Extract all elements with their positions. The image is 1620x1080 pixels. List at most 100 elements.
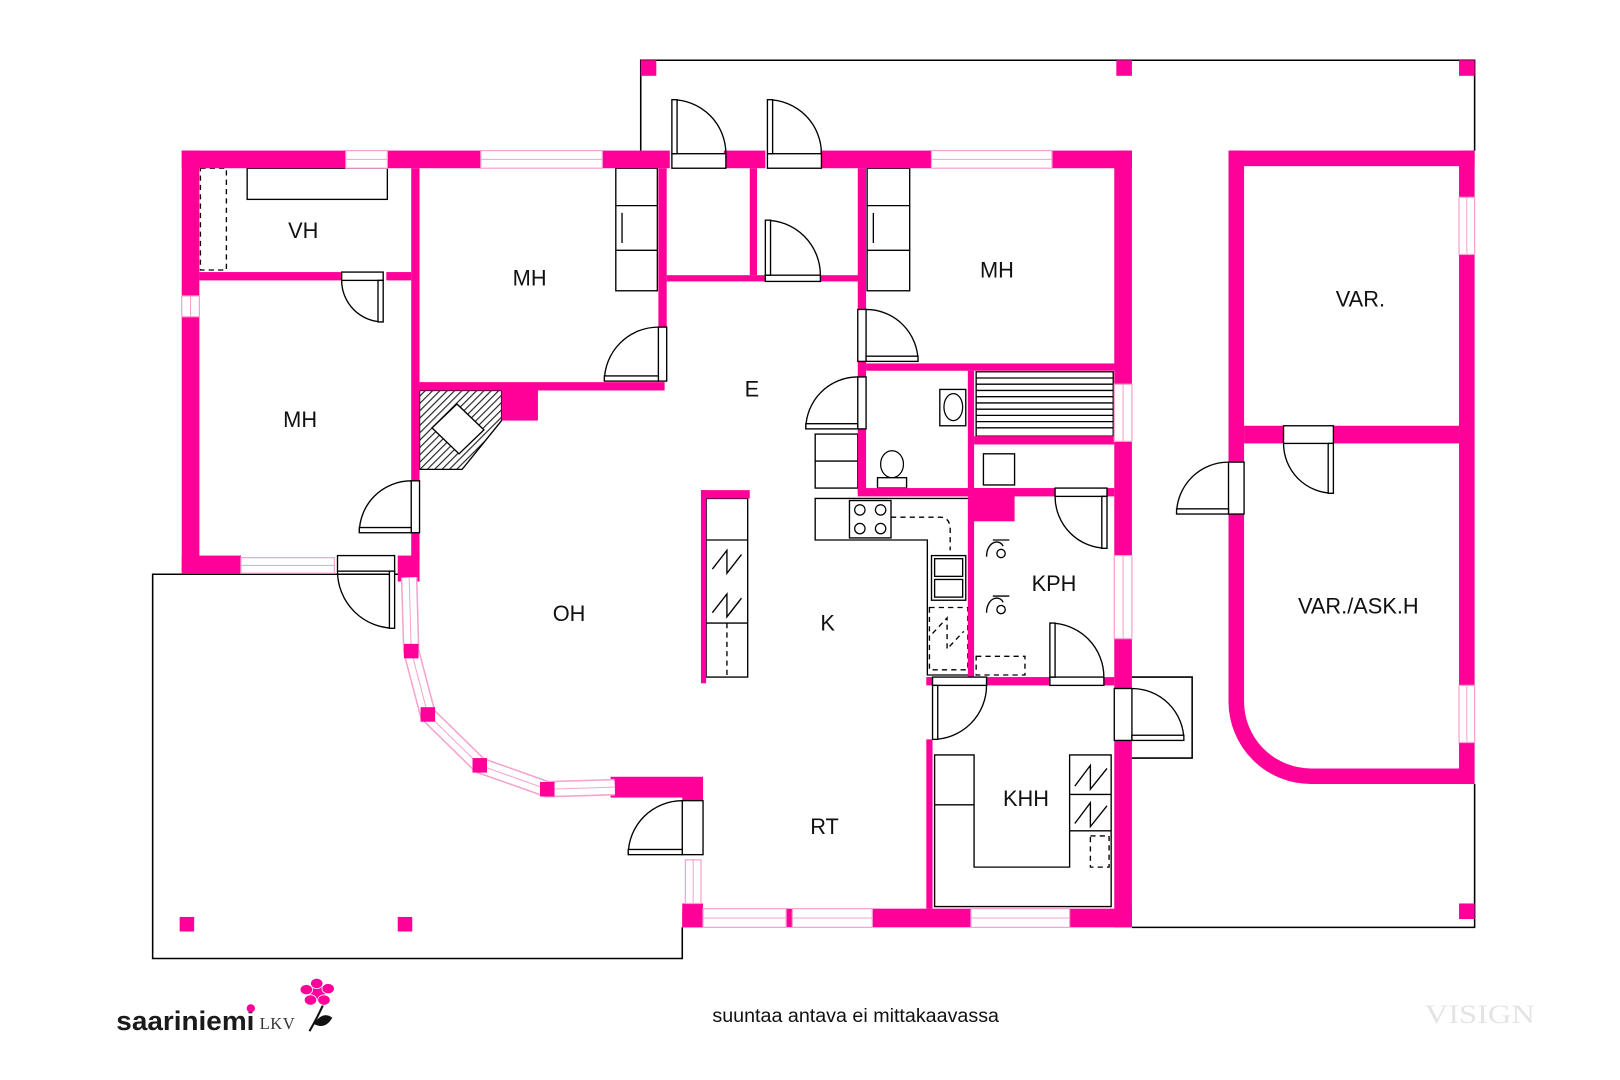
door (627, 799, 704, 856)
wall-segment (1459, 150, 1475, 198)
wall-segment (1244, 425, 1284, 444)
door-threshold (340, 271, 384, 282)
utility-counter (933, 754, 1112, 908)
wall-segment (866, 363, 1117, 371)
brand-name: saariniemi (116, 1006, 254, 1036)
post (1459, 903, 1475, 920)
door (1049, 622, 1105, 687)
door-threshold (857, 308, 867, 363)
wall-segment (974, 436, 1115, 445)
wall-segment (1459, 254, 1475, 686)
wardrobe (615, 167, 659, 292)
wall-segment (501, 389, 538, 421)
door-swing-arc (765, 219, 822, 276)
shower-hose (985, 597, 1004, 613)
wall-segment (1107, 488, 1115, 497)
wall-segment (723, 150, 766, 169)
wall-segment (749, 168, 758, 276)
terrace-outline (151, 573, 684, 960)
wall-segment (1228, 150, 1245, 463)
rose-petal (303, 994, 318, 1006)
door (1054, 487, 1108, 549)
sauna-bench (975, 371, 1114, 437)
door-swing-arc (671, 99, 727, 154)
shelf (199, 167, 228, 271)
door-leaf (358, 526, 412, 534)
sink-basin (933, 558, 964, 578)
wall-segment (199, 272, 343, 281)
room-label-k: K (820, 610, 835, 635)
dishwasher-icon (932, 616, 965, 651)
door-leaf (1101, 495, 1108, 549)
bay-window-mullion (472, 758, 488, 773)
door-swing-arc (1054, 496, 1108, 549)
door-leaf (766, 99, 774, 155)
bay-window-glass-line (408, 577, 615, 790)
door-leaf (1131, 734, 1185, 742)
door-threshold (857, 376, 867, 430)
stove-burner (874, 504, 887, 516)
wall-segment (1333, 425, 1460, 444)
wall-segment (872, 908, 971, 928)
wall-segment (967, 496, 975, 678)
post (1459, 60, 1475, 76)
door (358, 480, 421, 534)
watermark: VISIGN (1425, 1000, 1535, 1029)
door-swing-arc (336, 571, 395, 629)
scale-disclaimer: suuntaa antava ei mittakaavassa (712, 1005, 999, 1027)
door-swing-arc (627, 799, 683, 855)
door (766, 99, 823, 169)
door-threshold (1054, 487, 1108, 498)
wall-segment (610, 776, 704, 798)
post (640, 60, 657, 76)
wall-segment (1114, 441, 1132, 556)
door-swing-arc (603, 326, 659, 382)
door-swing-arc (1049, 622, 1105, 678)
room-label-mh-north: MH (513, 266, 547, 291)
door-leaf (764, 219, 772, 276)
wall-segment (1069, 908, 1132, 928)
door (805, 376, 867, 430)
wall-segment (411, 532, 420, 559)
door (340, 271, 384, 323)
wall-segment (181, 316, 200, 572)
appliance-icon (711, 548, 742, 576)
site-outlines (151, 59, 1476, 960)
doors (336, 99, 1335, 856)
wall-segment (181, 150, 346, 169)
wall-segment (820, 150, 932, 169)
door-threshold (766, 153, 823, 169)
wall-segment (181, 150, 200, 296)
door (336, 554, 396, 629)
door-threshold (1227, 461, 1245, 515)
wall-segment (1228, 150, 1475, 167)
bay-window-mullion (420, 707, 436, 722)
wall-segment (1114, 740, 1132, 928)
wall-segment (820, 275, 860, 282)
door-threshold (681, 799, 704, 856)
wall-segment (682, 903, 704, 928)
wall-segment (397, 555, 420, 582)
fixtures (199, 167, 1114, 908)
rear-terrace-outline (1131, 784, 1476, 929)
wall-segment (857, 168, 867, 310)
wall-segment (967, 370, 975, 489)
rose-stem (308, 1004, 324, 1032)
walls (181, 150, 1475, 928)
door-swing-arc (1282, 443, 1334, 494)
wall-segment (857, 488, 1056, 497)
door-threshold (1113, 687, 1133, 742)
door-swing-arc (932, 685, 988, 741)
wall-segment (658, 168, 667, 328)
footer: saariniemi LKV suuntaa antava ei mittaka… (116, 977, 1535, 1036)
wall-segment (419, 382, 665, 391)
wall-segment (857, 428, 867, 494)
kitchen-island (705, 497, 749, 678)
door-leaf (931, 684, 939, 741)
wall-segment (786, 908, 793, 928)
counter-dashed-line (891, 516, 951, 551)
door-threshold (671, 153, 727, 169)
toilet-tank (876, 477, 908, 489)
washing-machine-icon (1074, 763, 1108, 792)
